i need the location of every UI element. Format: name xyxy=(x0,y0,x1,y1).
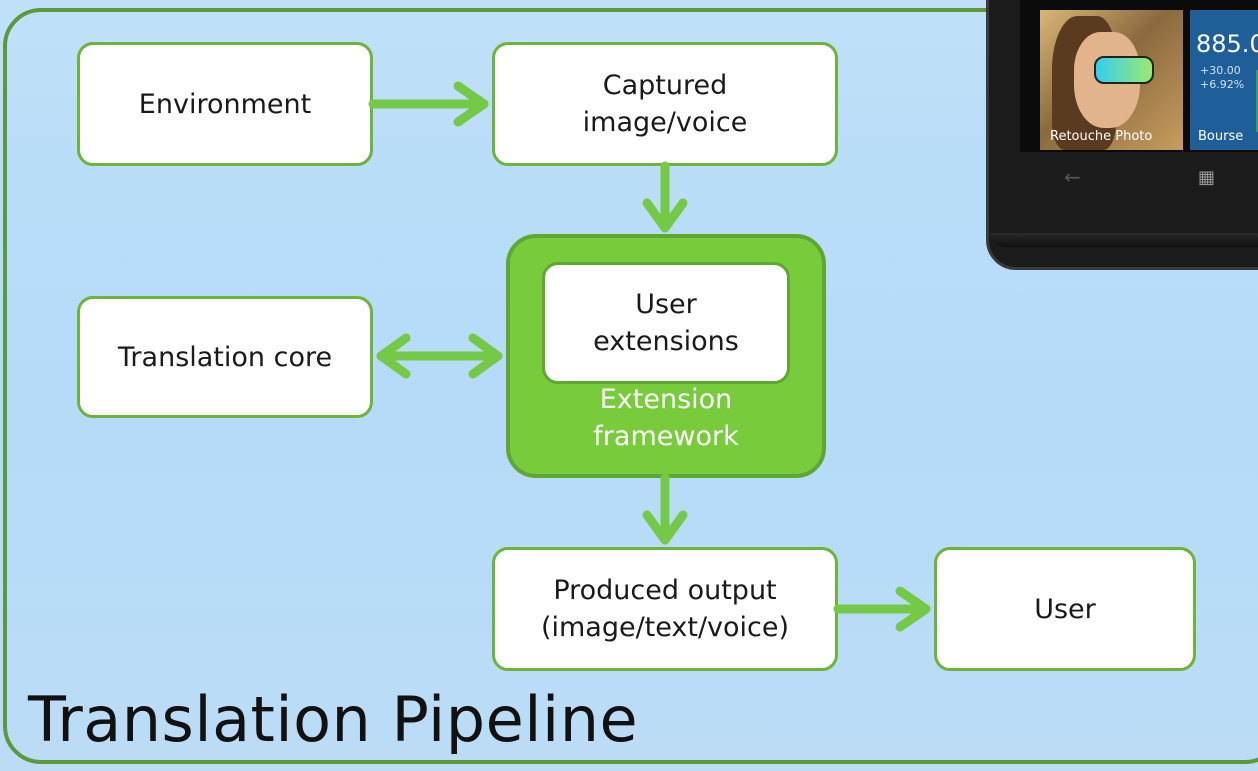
bourse-change-abs: +30.00 xyxy=(1200,64,1241,77)
bourse-tile: 885.0 +30.00 +6.92% Bourse xyxy=(1190,10,1258,150)
node-user-extensions: User extensions xyxy=(542,262,790,384)
node-user-extensions-label: User extensions xyxy=(593,289,739,357)
windows-logo-icon: ▦ xyxy=(1198,167,1216,188)
photo-tile: Retouche Photo xyxy=(1040,10,1183,150)
arrow-output-to-user xyxy=(833,586,931,632)
node-user-label: User xyxy=(1034,593,1096,625)
node-environment: Environment xyxy=(77,42,373,166)
node-user: User xyxy=(934,547,1196,671)
phone-bottom-edge xyxy=(990,233,1258,247)
bourse-chart-shape xyxy=(1256,70,1258,132)
arrow-captured-to-framework xyxy=(642,161,688,233)
bourse-tile-label: Bourse xyxy=(1198,129,1244,144)
sunglasses-shape xyxy=(1094,56,1154,84)
bourse-value: 885.0 xyxy=(1196,30,1258,58)
photo-tile-label: Retouche Photo xyxy=(1050,129,1153,144)
node-translation-core: Translation core xyxy=(77,296,373,418)
arrow-environment-to-captured xyxy=(368,81,489,127)
diagram-title: Translation Pipeline xyxy=(28,683,639,756)
node-captured-label: Captured image/voice xyxy=(582,70,748,138)
node-translation-core-label: Translation core xyxy=(117,341,333,373)
slide-frame xyxy=(3,8,1258,764)
node-produced-output-label: Produced output (image/text/voice) xyxy=(540,575,790,643)
bourse-change-pct: +6.92% xyxy=(1200,78,1245,91)
extension-framework-label: Extension framework xyxy=(593,384,739,452)
back-arrow-icon: ← xyxy=(1064,165,1081,189)
arrow-core-framework-bidirectional xyxy=(376,333,503,379)
node-produced-output: Produced output (image/text/voice) xyxy=(492,547,838,671)
node-environment-label: Environment xyxy=(138,88,312,120)
arrow-framework-to-output xyxy=(642,473,688,545)
